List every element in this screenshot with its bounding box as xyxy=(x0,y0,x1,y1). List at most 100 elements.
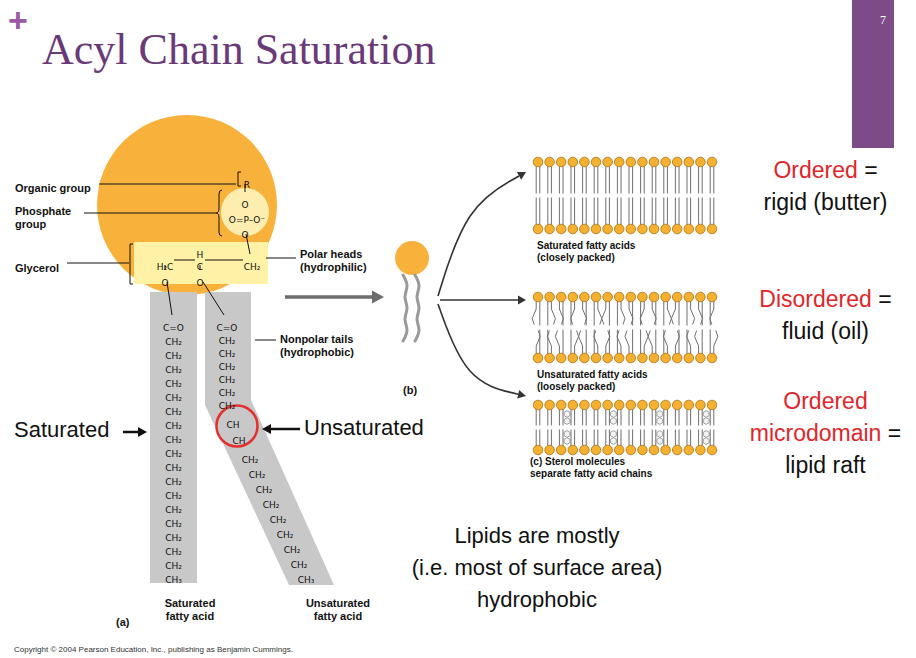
glycerol-band: HH₂CCCH₂OO xyxy=(134,242,268,284)
lipid-head xyxy=(568,224,578,234)
lipid-tail xyxy=(710,166,711,194)
label-holder: (a) xyxy=(116,611,129,630)
lipid-head xyxy=(545,224,555,234)
lipid-tail xyxy=(571,301,575,325)
chain-group: CH₂ xyxy=(277,530,294,540)
lipid-tail xyxy=(691,301,695,325)
chain-group: CH₂ xyxy=(165,477,182,487)
text-holder: O xyxy=(196,271,203,290)
sterol-ring xyxy=(657,438,663,445)
lipid-tail xyxy=(675,409,676,426)
atom-label: O=P–O⁻ xyxy=(229,215,265,225)
lipid-tail xyxy=(563,198,564,226)
statement-line: Ordered xyxy=(735,388,916,415)
lipid-icon-head xyxy=(395,241,429,275)
lipid-head xyxy=(707,353,717,363)
lipid-head xyxy=(580,224,590,234)
lipid-tail xyxy=(563,330,564,355)
slide-title: Acyl Chain Saturation xyxy=(42,24,436,75)
lipid-tail xyxy=(539,198,540,226)
lipid-head xyxy=(672,157,682,167)
lipid-head xyxy=(626,224,636,234)
statement-text: = xyxy=(878,286,891,313)
statement-text: rigid (butter) xyxy=(764,189,888,216)
lipid-tail xyxy=(652,166,653,194)
lipid-head xyxy=(672,400,682,410)
lipid-tail xyxy=(594,430,595,447)
lipid-head xyxy=(626,445,636,455)
lipid-head xyxy=(649,292,659,302)
lipid-tail xyxy=(652,409,653,426)
lipid-head xyxy=(614,292,624,302)
lipid-head xyxy=(684,353,694,363)
lipid-tail xyxy=(632,301,633,326)
chain-group: CH₂ xyxy=(165,393,182,403)
lipid-head xyxy=(638,400,648,410)
text-line: group xyxy=(15,218,71,231)
lipid-tail xyxy=(536,430,537,447)
label-holder: + xyxy=(8,0,28,41)
text-line: hydrophobic xyxy=(412,584,663,616)
chain-group: C=O xyxy=(217,323,238,333)
text-holder: CH xyxy=(226,413,239,432)
lipid-tail xyxy=(617,409,618,426)
lipid-head xyxy=(614,157,624,167)
sterol-ring xyxy=(657,431,663,438)
lipid-tail xyxy=(679,166,680,194)
text-line: Unsaturated fatty acids xyxy=(537,369,648,381)
lipid-tail xyxy=(644,409,645,426)
lipid-tail xyxy=(597,198,598,226)
sterol-ring xyxy=(657,418,663,425)
lipid-tail xyxy=(640,198,641,226)
lipid-tail xyxy=(605,198,606,226)
lipid-tail xyxy=(671,301,675,325)
lipid-head xyxy=(580,292,590,302)
pointer-arrow xyxy=(271,428,300,431)
text-line: Nonpolar tails xyxy=(280,333,354,346)
atom-label: H₂C xyxy=(157,262,174,272)
lipid-tail xyxy=(571,409,572,426)
lipid-tail xyxy=(609,330,610,355)
lipid-head xyxy=(568,353,578,363)
lipid-tail xyxy=(679,330,680,355)
saturated-tail: C=OCH₂CH₂CH₂CH₂CH₂CH₂CH₂CH₂CH₂CH₂CH₂CH₂C… xyxy=(150,292,197,583)
branch-arrow-head xyxy=(517,390,526,399)
lipid-tail xyxy=(621,198,622,226)
lipid-head xyxy=(545,353,555,363)
text-line: (c) Sterol molecules xyxy=(530,456,652,468)
pointer-arrow xyxy=(123,431,138,434)
lipid-tail xyxy=(625,331,629,355)
atom-label: CH₂ xyxy=(244,262,261,272)
callout-label: Unsaturated xyxy=(304,415,424,441)
branch-arrow xyxy=(438,176,519,296)
panel-letter: (a) xyxy=(116,616,129,629)
lipid-head xyxy=(661,445,671,455)
lipid-head xyxy=(591,224,601,234)
label-holder: Saturated fatty acid xyxy=(130,597,250,624)
lipid-head xyxy=(696,400,706,410)
lipid-tail xyxy=(559,198,560,226)
chain-group: CH₂ xyxy=(165,351,182,361)
text-holder: C=O xyxy=(217,316,238,335)
lipid-tail xyxy=(632,166,633,194)
lipid-head xyxy=(591,445,601,455)
lipid-tail xyxy=(652,430,653,447)
process-arrow-head xyxy=(372,290,384,303)
lipid-tail xyxy=(699,301,703,325)
bond xyxy=(205,260,243,261)
lipid-tail xyxy=(582,166,583,194)
lipid-head xyxy=(591,157,601,167)
chain-group: CH₂ xyxy=(165,407,182,417)
text-holder: O xyxy=(241,193,248,212)
label-holder: (b) xyxy=(403,379,417,398)
lipid-tail xyxy=(663,301,664,326)
lipid-tail xyxy=(532,301,536,325)
lipid-icon-tail xyxy=(403,275,407,341)
lipid-tail xyxy=(710,430,711,447)
leader-line xyxy=(255,340,276,341)
chain-group: CH₃ xyxy=(298,575,315,585)
sterol-ring xyxy=(610,418,616,425)
lipid-tail xyxy=(594,331,598,355)
lipid-tail xyxy=(605,430,606,447)
lipid-head xyxy=(707,400,717,410)
